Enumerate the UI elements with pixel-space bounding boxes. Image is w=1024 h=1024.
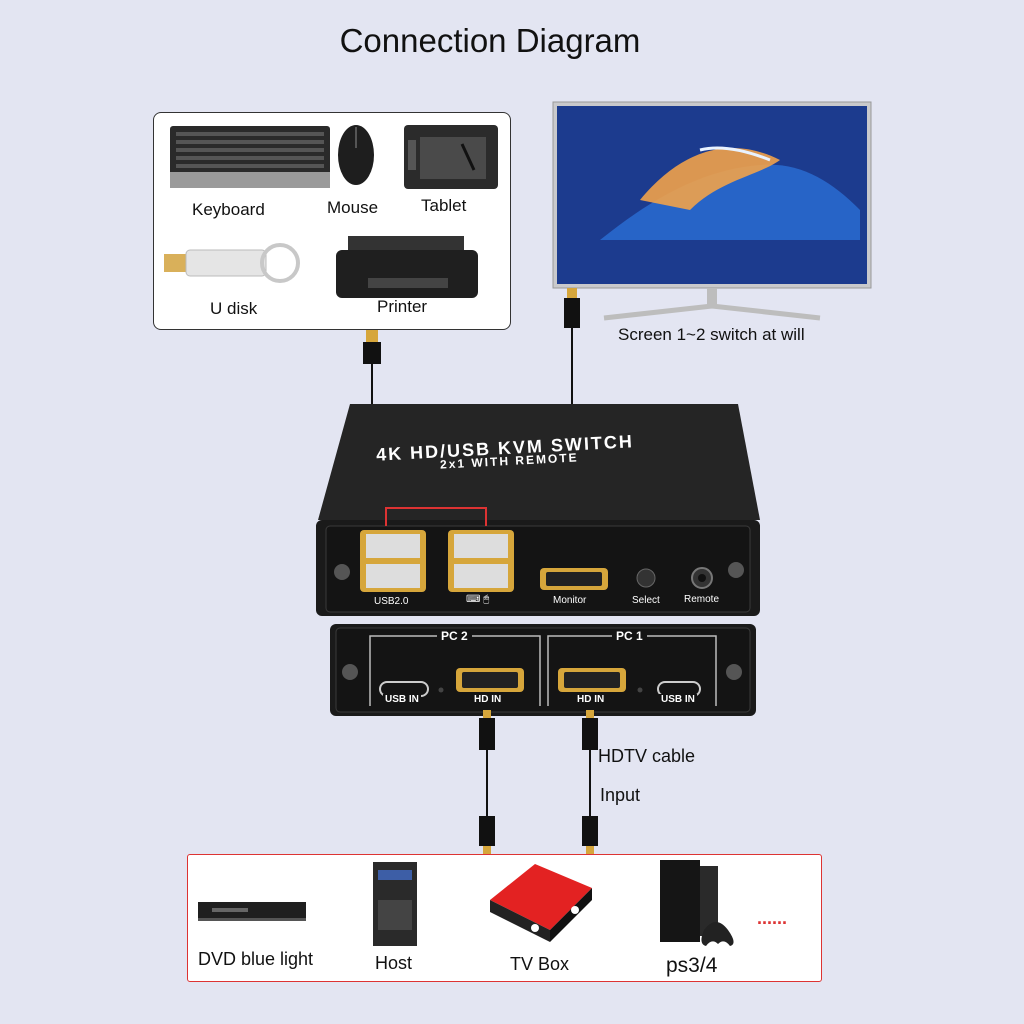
keyboard-icon bbox=[170, 126, 330, 188]
usb-port-label: USB2.0 bbox=[374, 596, 409, 607]
ps-console-icon bbox=[660, 860, 734, 946]
kvm-switch-body bbox=[316, 404, 760, 716]
monitor-port-label: Monitor bbox=[553, 595, 587, 606]
hdmi-plug-pc1-bottom-icon bbox=[582, 816, 598, 854]
tvbox-label: TV Box bbox=[510, 954, 570, 974]
hdmi-plug-pc2-bottom-icon bbox=[479, 816, 495, 854]
host-tower-icon bbox=[373, 862, 417, 946]
hdmi-plug-monitor-top-icon bbox=[564, 288, 580, 328]
printer-label: Printer bbox=[377, 297, 428, 316]
keyboard-mouse-port-icon: ⌨ 🖱 bbox=[466, 594, 490, 605]
dvd-label: DVD blue light bbox=[198, 949, 314, 969]
monitor-icon bbox=[552, 101, 872, 321]
tv-box-icon bbox=[490, 864, 592, 942]
mouse-icon bbox=[338, 125, 374, 185]
tablet-icon bbox=[404, 125, 498, 189]
keyboard-label: Keyboard bbox=[192, 200, 265, 219]
cable-label: HDTV cable bbox=[598, 746, 696, 766]
cable-input-label: Input bbox=[600, 785, 641, 805]
mouse-label: Mouse bbox=[327, 198, 379, 217]
hdmi-plug-pc2-top-icon bbox=[479, 710, 495, 750]
pc1-usb-in-label: USB IN bbox=[659, 694, 697, 705]
host-label: Host bbox=[375, 953, 413, 973]
usb-plug-top-icon bbox=[363, 330, 381, 364]
pc1-hd-in-label: HD IN bbox=[575, 694, 607, 705]
monitor-caption: Screen 1~2 switch at will bbox=[618, 325, 805, 344]
page-title: Connection Diagram bbox=[339, 22, 641, 59]
hdmi-plug-pc1-top-icon bbox=[582, 710, 598, 750]
pc2-hd-in-label: HD IN bbox=[472, 694, 504, 705]
tablet-label: Tablet bbox=[421, 196, 467, 215]
pc2-usb-in-label: USB IN bbox=[383, 694, 421, 705]
pc2-label: PC 2 bbox=[437, 629, 472, 643]
udisk-label: U disk bbox=[210, 299, 258, 318]
pc1-label: PC 1 bbox=[612, 629, 647, 643]
more-label: ...... bbox=[757, 908, 788, 928]
ps-label: ps3/4 bbox=[666, 954, 718, 977]
select-button-label: Select bbox=[632, 595, 660, 606]
udisk-icon bbox=[164, 243, 300, 283]
printer-icon bbox=[336, 236, 478, 298]
dvd-player-icon bbox=[198, 902, 306, 921]
remote-jack-label: Remote bbox=[684, 594, 720, 605]
